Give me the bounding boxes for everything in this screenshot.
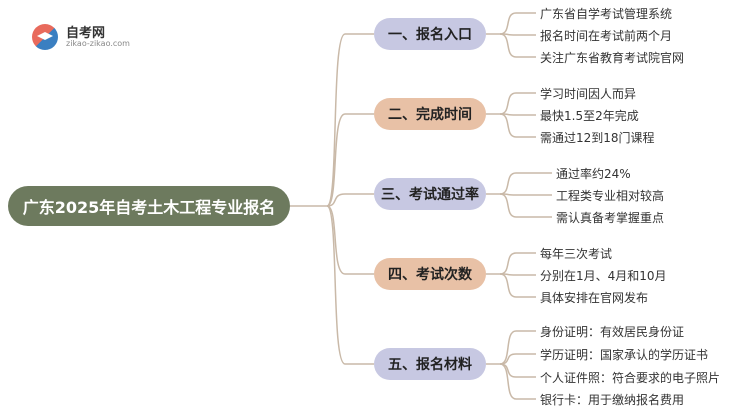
connector-line xyxy=(499,113,536,116)
leaf-item: 需认真备考掌握重点 xyxy=(556,211,665,225)
leaf-item: 个人证件照：符合要求的电子照片 xyxy=(540,371,721,385)
connector-line xyxy=(326,113,374,207)
connector-line xyxy=(499,273,536,298)
connector-line xyxy=(499,193,552,218)
leaf-item: 广东省自学考试管理系统 xyxy=(540,7,673,21)
connector-line xyxy=(326,193,374,207)
connector-line xyxy=(326,205,374,275)
leaf-item: 需通过12到18门课程 xyxy=(540,131,655,145)
leaf-item: 分别在1月、4月和10月 xyxy=(540,269,667,283)
leaf-item: 报名时间在考试前两个月 xyxy=(540,29,673,43)
leaf-item: 每年三次考试 xyxy=(540,247,613,261)
connector-line xyxy=(499,113,536,138)
leaf-item: 银行卡：用于缴纳报名费用 xyxy=(540,393,685,407)
leaf-item: 学习时间因人而异 xyxy=(540,87,637,101)
branch-registration-entry: 一、报名入口 xyxy=(374,18,486,50)
branch-exam-count: 四、考试次数 xyxy=(374,258,486,290)
graduation-cap-icon xyxy=(32,24,58,50)
leaf-item: 身份证明：有效居民身份证 xyxy=(540,325,685,339)
root-topic: 广东2025年自考土木工程专业报名 xyxy=(8,186,290,226)
connector-line xyxy=(499,33,536,36)
leaf-item: 学历证明：国家承认的学历证书 xyxy=(540,348,709,362)
leaf-item: 具体安排在官网发布 xyxy=(540,291,649,305)
leaf-item: 通过率约24% xyxy=(556,167,631,181)
connector-line xyxy=(499,273,536,276)
branch-completion-time: 二、完成时间 xyxy=(374,98,486,130)
connector-line xyxy=(499,330,536,365)
connector-line xyxy=(326,205,374,365)
branch-registration-materials: 五、报名材料 xyxy=(374,348,486,380)
leaf-item: 最快1.5至2年完成 xyxy=(540,109,639,123)
logo-name: 自考网 xyxy=(66,26,106,41)
connector-line xyxy=(499,33,536,58)
leaf-item: 工程类专业相对较高 xyxy=(556,189,665,203)
site-logo[interactable]: 自考网 zikao-zikao.com xyxy=(32,22,152,52)
connector-line xyxy=(499,252,536,275)
connector-line xyxy=(326,33,374,207)
connector-line xyxy=(499,193,552,196)
leaf-item: 关注广东省教育考试院官网 xyxy=(540,51,685,65)
logo-url: zikao-zikao.com xyxy=(66,39,130,48)
connector-line xyxy=(499,92,536,115)
connector-line xyxy=(499,363,536,378)
connector-line xyxy=(499,172,552,195)
connector-line xyxy=(499,12,536,35)
connector-line xyxy=(499,363,536,400)
branch-pass-rate: 三、考试通过率 xyxy=(374,178,486,210)
